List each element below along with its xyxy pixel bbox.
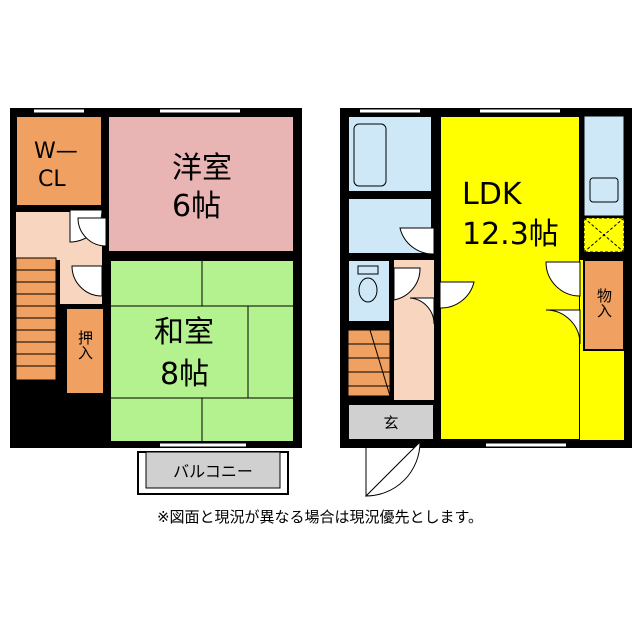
balcony xyxy=(145,451,281,489)
balcony-label: バルコニー xyxy=(173,462,253,481)
toilet-icon xyxy=(358,277,378,303)
storage-label: 物入 xyxy=(595,288,613,318)
toilet-tank-icon xyxy=(357,265,379,275)
japanese-room-name: 和室 xyxy=(154,315,214,350)
walk-in-closet-label-2: CL xyxy=(38,167,66,192)
staircase xyxy=(15,257,57,381)
closet-label: 押入 xyxy=(76,330,94,360)
tatami-lines xyxy=(110,260,294,442)
entrance-label: 玄 xyxy=(383,414,398,432)
fridge-cross-b xyxy=(583,217,625,253)
windows-1f xyxy=(360,109,566,447)
first-floor-plan xyxy=(340,108,632,498)
storage xyxy=(583,259,625,351)
staircase-1f xyxy=(347,329,391,397)
stair-treads xyxy=(16,269,56,367)
doors-1f xyxy=(365,227,581,498)
walk-in-closet-label-1: W— xyxy=(34,139,78,164)
entrance xyxy=(347,403,435,441)
japanese-room-size: 8帖 xyxy=(160,357,209,392)
stair-treads-1f xyxy=(348,329,391,397)
closet xyxy=(65,307,105,395)
ldk-size: 12.3帖 xyxy=(462,217,559,252)
disclaimer-note: ※図面と現況が異なる場合は現況優先とします。 xyxy=(156,508,484,526)
sink-icon xyxy=(589,177,619,203)
ldk-name: LDK xyxy=(462,177,523,212)
doors-2f xyxy=(69,209,107,297)
western-room xyxy=(107,115,295,253)
second-floor-plan xyxy=(10,108,302,495)
western-room-size: 6帖 xyxy=(172,189,221,224)
western-room-name: 洋室 xyxy=(172,151,232,186)
windows-2f xyxy=(34,109,246,447)
walk-in-closet xyxy=(15,115,103,207)
bathtub xyxy=(353,123,387,187)
